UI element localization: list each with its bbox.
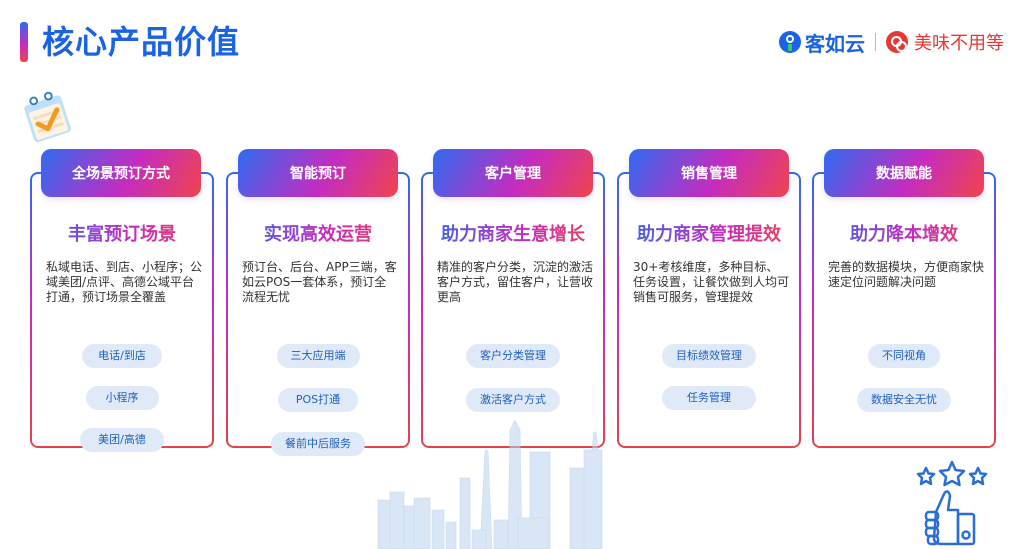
card-header-customer-management: 客户管理 xyxy=(433,149,593,197)
tag-phone-store[interactable]: 电话/到店 xyxy=(82,344,162,368)
tag-three-apps[interactable]: 三大应用端 xyxy=(276,344,360,368)
title-accent-bar xyxy=(20,22,28,62)
tag-customer-classification[interactable]: 客户分类管理 xyxy=(466,344,560,368)
meiwei-logo-icon xyxy=(886,31,908,53)
tag-customer-activation[interactable]: 激活客户方式 xyxy=(466,388,560,412)
card-header-smart-booking: 智能预订 xyxy=(238,149,398,197)
keruyun-logo-text: 客如云 xyxy=(805,31,865,56)
page-title: 核心产品价值 xyxy=(42,23,241,61)
city-skyline-illustration xyxy=(377,420,603,549)
tag-group: 三大应用端 POS打通 餐前中后服务 xyxy=(236,344,400,456)
card-booking-scenarios: 丰富预订场景 私域电话、到店、小程序；公域美团/点评、高德公域平台打通，预订场景… xyxy=(30,172,214,452)
card-description: 完善的数据模块，方便商家快速定位问题解决问题 xyxy=(828,260,985,289)
card-description: 预订台、后台、APP三端，客如云POS一套体系，预订全流程无忧 xyxy=(242,260,397,304)
tag-target-performance[interactable]: 目标绩效管理 xyxy=(662,344,756,368)
card-subtitle: 助力降本增效 xyxy=(814,220,994,246)
tag-different-perspectives[interactable]: 不同视角 xyxy=(868,344,940,368)
card-header-booking-scenarios: 全场景预订方式 xyxy=(41,149,201,197)
card-description: 30+考核维度，多种目标、任务设置，让餐饮做到人均可销售可服务，管理提效 xyxy=(633,260,790,304)
card-subtitle: 丰富预订场景 xyxy=(32,220,212,246)
meiwei-logo-text: 美味不用等 xyxy=(914,33,1004,54)
tag-mini-program[interactable]: 小程序 xyxy=(85,386,159,410)
logo-divider xyxy=(875,33,876,51)
tag-pos-integration[interactable]: POS打通 xyxy=(277,388,359,412)
tag-meituan-gaode[interactable]: 美团/高德 xyxy=(80,428,164,452)
tag-dining-service[interactable]: 餐前中后服务 xyxy=(271,432,365,456)
card-sales-management: 助力商家管理提效 30+考核维度，多种目标、任务设置，让餐饮做到人均可销售可服务… xyxy=(617,172,801,448)
keruyun-logo-icon xyxy=(779,31,801,53)
tag-group: 不同视角 数据安全无忧 xyxy=(822,344,986,412)
card-subtitle: 助力商家管理提效 xyxy=(619,220,799,246)
tag-task-management[interactable]: 任务管理 xyxy=(662,386,756,410)
tag-group: 目标绩效管理 任务管理 xyxy=(627,344,791,410)
card-data-empowerment: 助力降本增效 完善的数据模块，方便商家快速定位问题解决问题 不同视角 数据安全无… xyxy=(812,172,996,448)
tag-group: 客户分类管理 激活客户方式 xyxy=(431,344,595,412)
calendar-check-icon xyxy=(24,91,71,143)
card-header-data-empowerment: 数据赋能 xyxy=(824,149,984,197)
brand-logos: 客如云 美味不用等 xyxy=(779,28,1004,56)
card-description: 私域电话、到店、小程序；公域美团/点评、高德公域平台打通，预订场景全覆盖 xyxy=(46,260,203,304)
card-header-sales-management: 销售管理 xyxy=(629,149,789,197)
card-customer-management: 助力商家生意增长 精准的客户分类，沉淀的激活客户方式，留住客户，让营收更高 客户… xyxy=(421,172,605,448)
tag-data-security[interactable]: 数据安全无忧 xyxy=(857,388,951,412)
tag-group: 电话/到店 小程序 美团/高德 xyxy=(40,344,204,452)
card-subtitle: 实现高效运营 xyxy=(228,220,408,246)
card-smart-booking: 实现高效运营 预订台、后台、APP三端，客如云POS一套体系，预订全流程无忧 三… xyxy=(226,172,410,456)
thumbs-up-stars-icon xyxy=(916,460,988,546)
card-description: 精准的客户分类，沉淀的激活客户方式，留住客户，让营收更高 xyxy=(437,260,594,304)
card-subtitle: 助力商家生意增长 xyxy=(423,220,603,246)
